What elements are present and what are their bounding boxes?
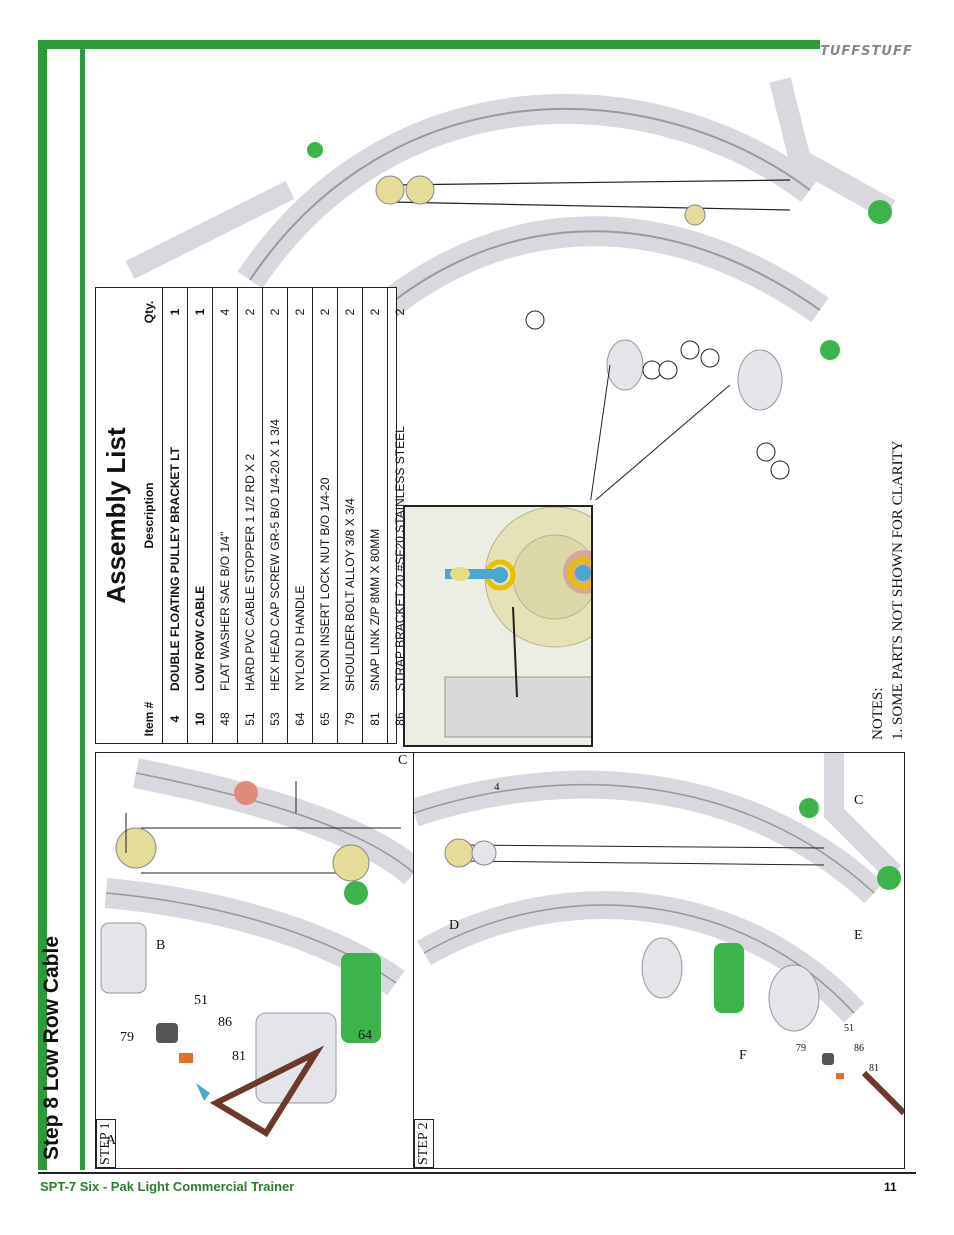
callout-79-step2: 79 xyxy=(796,1043,806,1054)
callout-86: 86 xyxy=(218,1015,232,1030)
logo-text: TUFFSTUFF xyxy=(820,43,913,59)
step-title: Step 8 Low Row Cable xyxy=(40,935,63,1160)
callout-64: 64 xyxy=(358,1028,372,1043)
label-c-step2: C xyxy=(854,793,864,808)
label-e: E xyxy=(854,928,863,943)
step-1-panel: STEP 1 A B C 79 51 86 81 64 xyxy=(95,752,424,1169)
notes-heading: NOTES: xyxy=(870,687,886,741)
main-assembly-illustration xyxy=(125,77,896,500)
footer-model: SPT-7 Six - Pak Light Commercial Trainer xyxy=(40,1179,295,1194)
step-2-tag: STEP 2 xyxy=(414,1119,434,1168)
callout-79: 79 xyxy=(120,1030,134,1045)
label-b: B xyxy=(156,938,166,953)
left-green-bar xyxy=(38,40,47,1170)
label-c: C xyxy=(398,753,408,768)
step-2-panel: STEP 2 C D E F 4 79 51 86 81 xyxy=(409,752,907,1169)
header-green-bar xyxy=(38,40,820,49)
step-2-illustration xyxy=(409,753,907,1116)
label-d: D xyxy=(449,918,460,933)
col-description: Description xyxy=(136,336,163,695)
col-qty: Qty. xyxy=(136,288,163,336)
notes-line-1: 1. SOME PARTS NOT SHOWN FOR CLARITY xyxy=(890,440,906,740)
callout-81-step2: 81 xyxy=(869,1063,879,1074)
callout-51: 51 xyxy=(194,993,208,1008)
footer-rule xyxy=(38,1172,916,1174)
callout-81: 81 xyxy=(232,1049,246,1064)
left-inner-green-bar xyxy=(80,48,85,1170)
col-item: Item # xyxy=(136,695,163,743)
page-number: 11 xyxy=(884,1180,897,1194)
label-a: A xyxy=(106,1133,117,1148)
detail-inset-illustration xyxy=(405,507,591,745)
callout-86-step2: 86 xyxy=(854,1043,864,1054)
step-1-illustration xyxy=(100,758,424,1138)
label-f: F xyxy=(739,1048,747,1063)
assembly-list-title: Assembly List xyxy=(101,427,131,604)
callout-4: 4 xyxy=(494,781,500,793)
callout-51-step2: 51 xyxy=(844,1023,854,1034)
notes: NOTES: 1. SOME PARTS NOT SHOWN FOR CLARI… xyxy=(868,440,908,740)
brand-logo: TUFFSTUFF xyxy=(820,40,915,62)
detail-inset xyxy=(403,505,593,747)
